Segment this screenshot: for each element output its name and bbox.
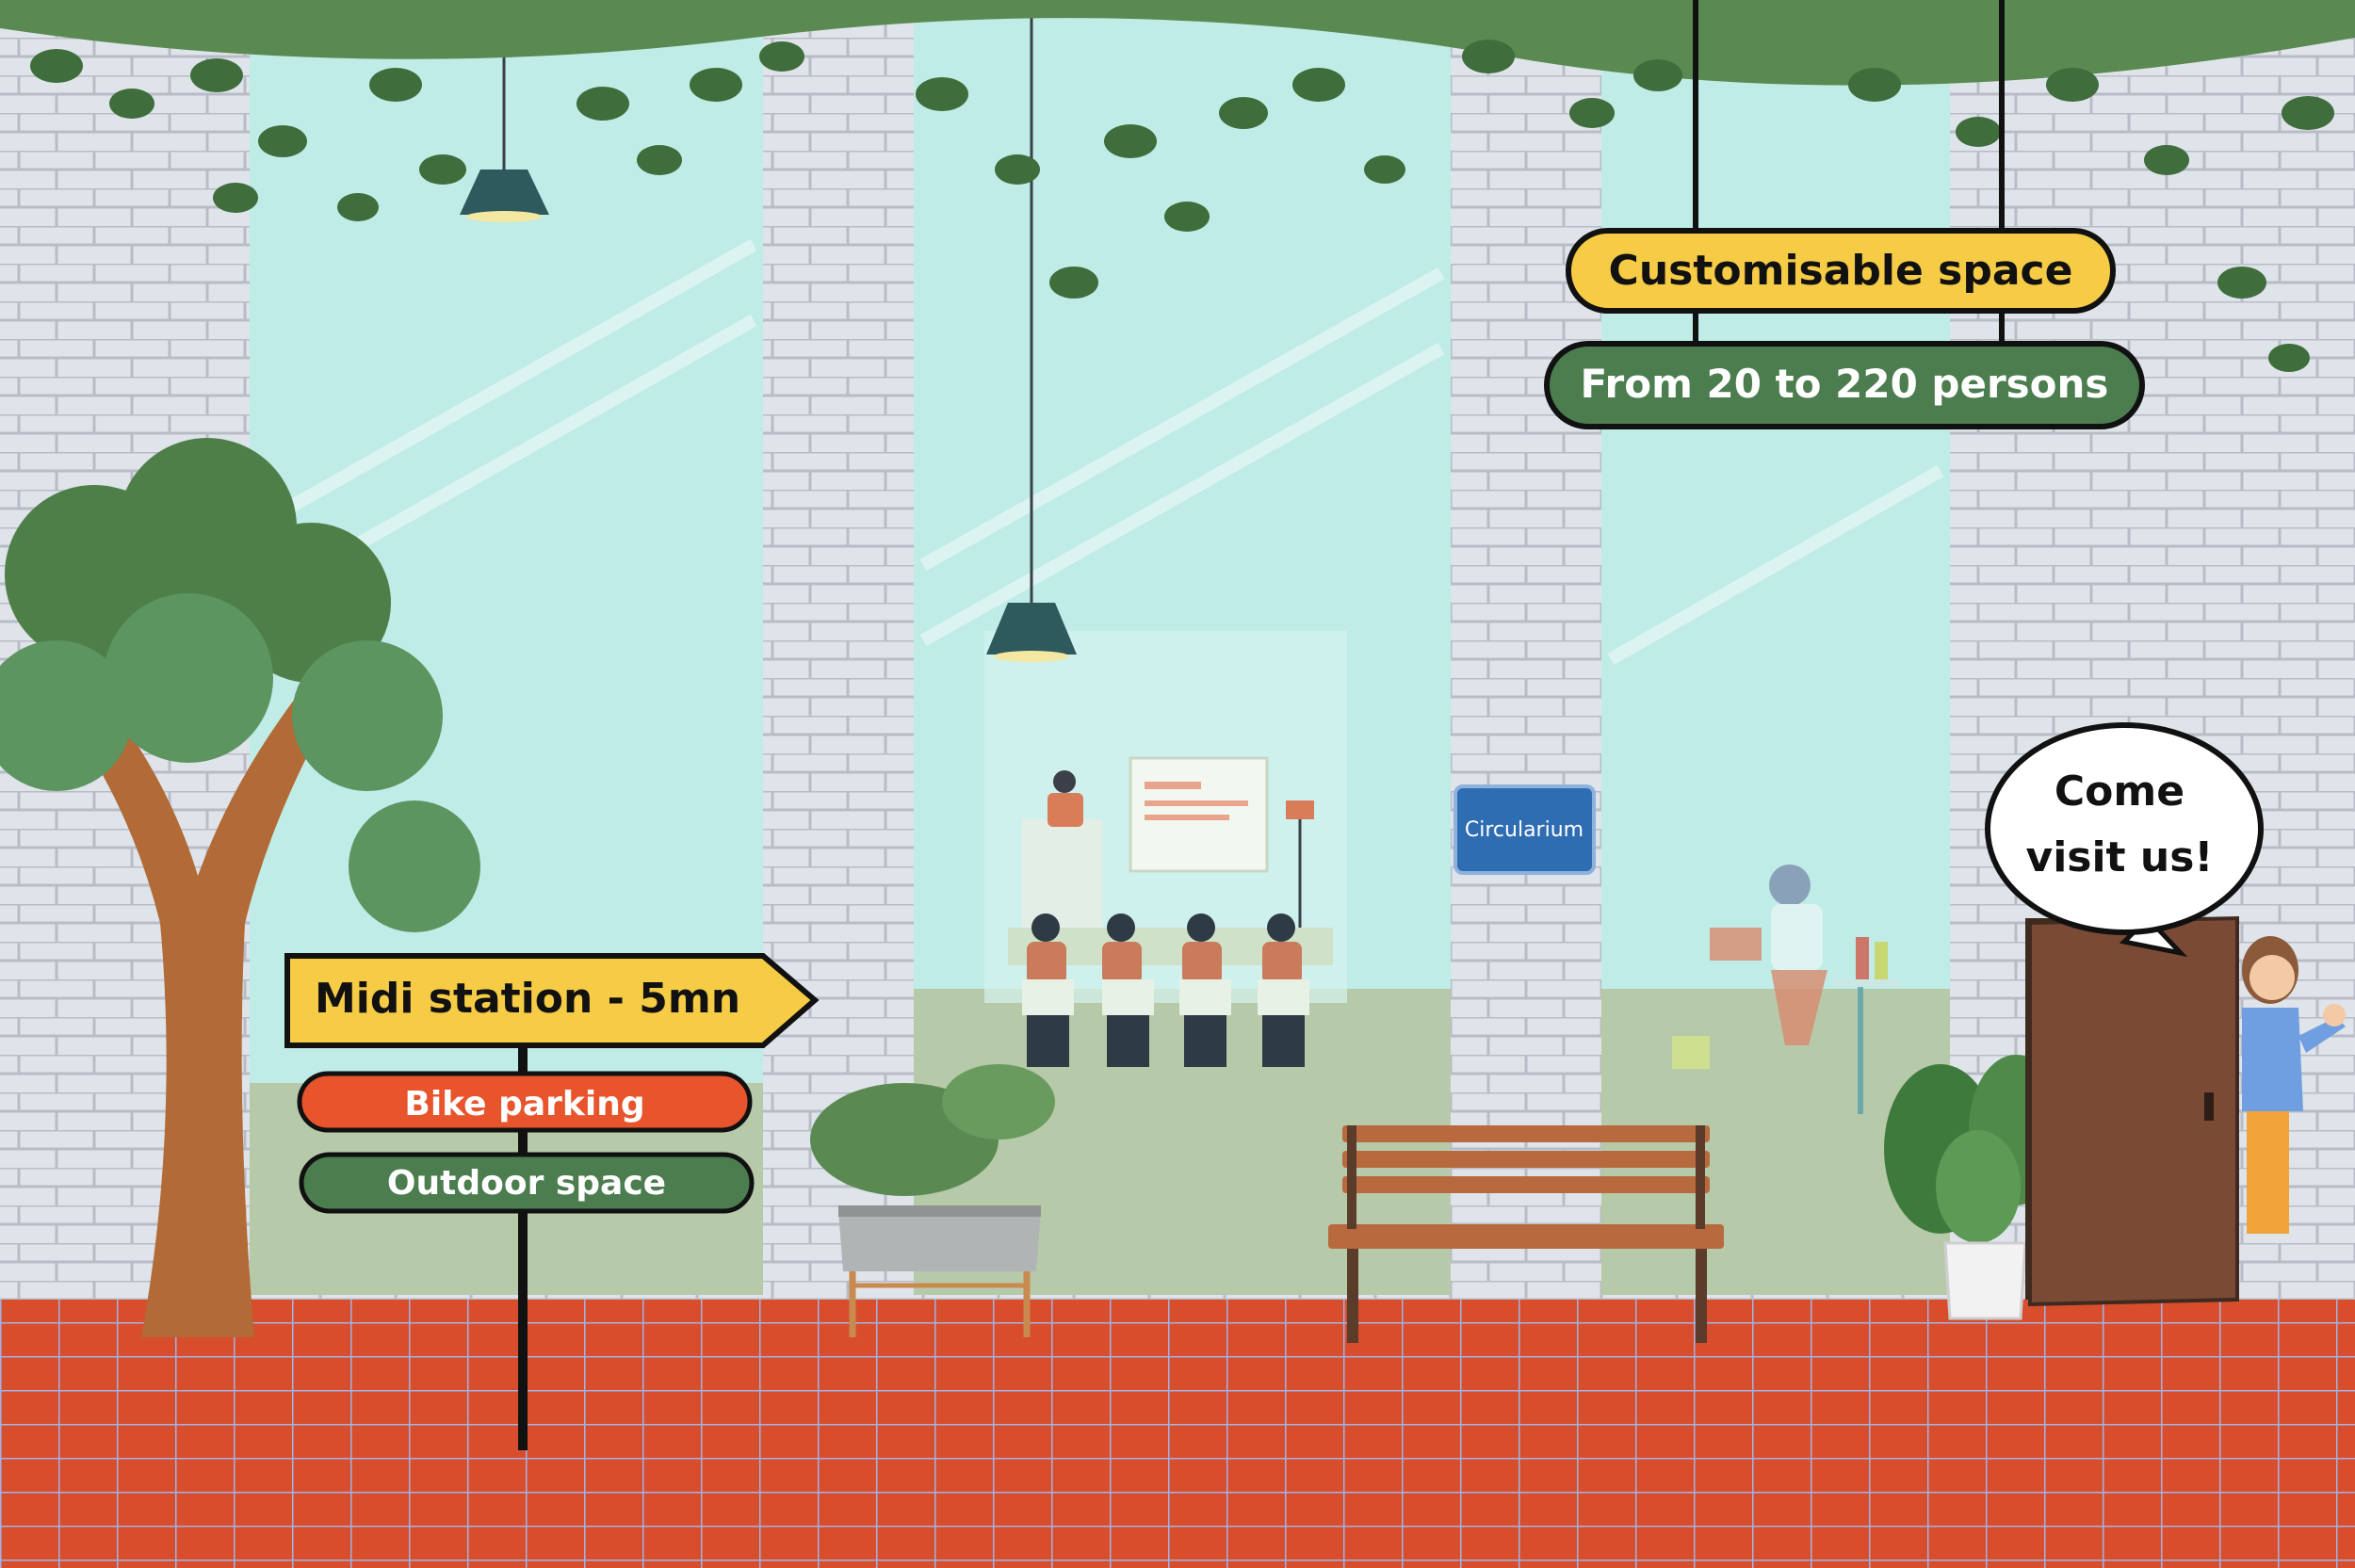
signpost-main-label: Midi station - 5mn — [315, 975, 740, 1023]
hanging-ivy — [0, 0, 2355, 372]
audience — [1022, 913, 1309, 1067]
hanging-sign-top-board — [1566, 228, 2116, 314]
signpost-main-board — [284, 953, 820, 1048]
meeting-room — [984, 631, 1347, 1067]
bench — [1328, 1125, 1724, 1343]
door — [2025, 915, 2239, 1307]
hanging-sign-bottom-board — [1544, 341, 2145, 429]
signpost-bike-label: Bike parking — [404, 1085, 644, 1123]
tiled-floor — [0, 1300, 2355, 1568]
speech-bubble-line2: visit us! — [2026, 833, 2214, 881]
plaque-label: Circularium — [1465, 818, 1584, 842]
greeter-person — [2242, 936, 2346, 1234]
signpost: Midi station - 5mn Bike parking Outdoor … — [284, 953, 820, 1450]
person-at-laptop — [1672, 865, 1898, 1114]
hanging-sign: Customisable space From 20 to 220 person… — [1544, 0, 2145, 429]
right-window — [1601, 0, 1950, 1295]
signpost-bike-board — [297, 1071, 753, 1133]
speech-bubble: Come visit us! — [1985, 722, 2264, 957]
ceiling-lamp-center — [986, 0, 1077, 662]
speech-bubble-line1: Come — [2055, 768, 2184, 816]
hanging-sign-bottom-label: From 20 to 220 persons — [1581, 361, 2109, 407]
circularium-plaque: Circularium — [1454, 784, 1596, 875]
glass-reflections — [251, 238, 1944, 666]
signpost-outdoor-board — [299, 1152, 755, 1214]
hanging-sign-top-label: Customisable space — [1609, 247, 2073, 295]
signpost-outdoor-label: Outdoor space — [387, 1164, 666, 1203]
planter-left — [810, 1064, 1055, 1337]
tree — [0, 438, 480, 1337]
